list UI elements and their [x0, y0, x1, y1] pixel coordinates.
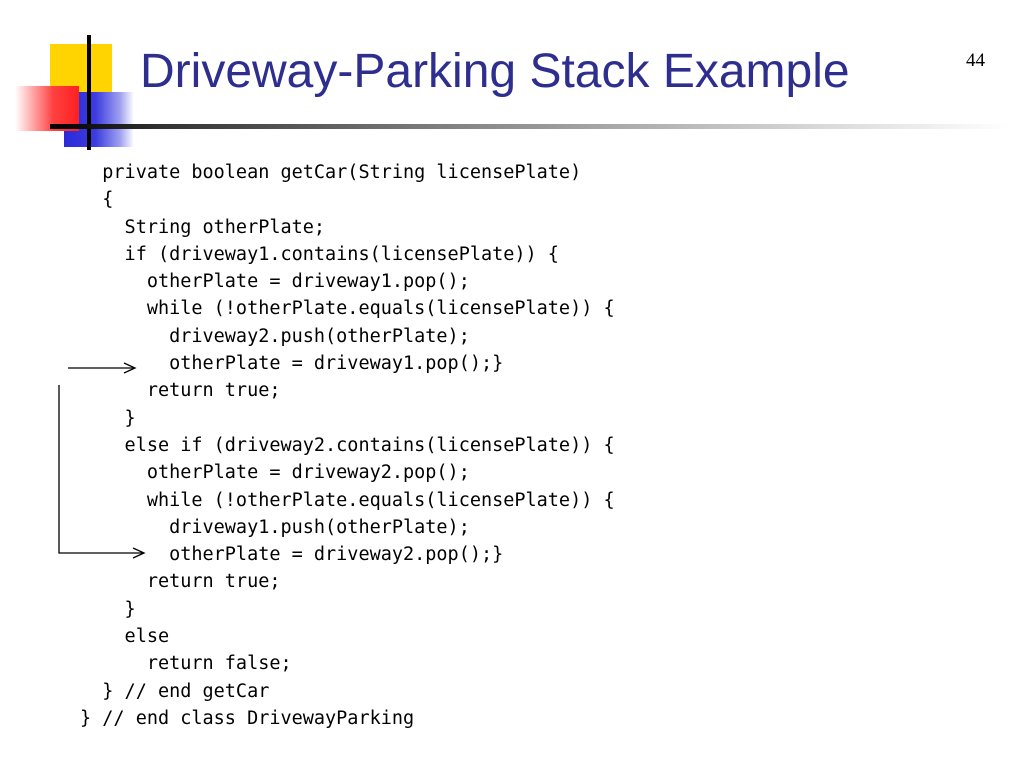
code-line: else if (driveway2.contains(licensePlate… — [80, 434, 615, 456]
code-line: return false; — [80, 653, 292, 675]
code-line: return true; — [80, 380, 281, 402]
code-line: otherPlate = driveway1.pop();} — [80, 353, 504, 375]
title-underline — [50, 124, 1010, 129]
logo-red-square — [15, 86, 79, 131]
code-line: } — [80, 407, 136, 429]
code-line: otherPlate = driveway2.pop(); — [80, 462, 470, 484]
slide-title: Driveway-Parking Stack Example — [140, 45, 850, 98]
code-line: } — [80, 598, 136, 620]
code-line: String otherPlate; — [80, 216, 326, 238]
code-line: otherPlate = driveway2.pop();} — [80, 544, 504, 566]
logo-vertical-line — [87, 35, 91, 150]
code-line: return true; — [80, 571, 281, 593]
code-line: else — [80, 626, 170, 648]
code-block: private boolean getCar(String licensePla… — [80, 159, 615, 732]
page-number: 44 — [966, 50, 985, 71]
code-line: driveway2.push(otherPlate); — [80, 325, 470, 347]
code-line: } // end class DrivewayParking — [80, 707, 415, 729]
code-line: if (driveway1.contains(licensePlate)) { — [80, 243, 559, 265]
code-line: } // end getCar — [80, 680, 270, 702]
code-line: { — [80, 189, 114, 211]
code-line: private boolean getCar(String licensePla… — [80, 162, 582, 183]
code-line: while (!otherPlate.equals(licensePlate))… — [80, 298, 615, 320]
code-line: while (!otherPlate.equals(licensePlate))… — [80, 489, 615, 511]
code-line: driveway1.push(otherPlate); — [80, 516, 470, 538]
code-line: otherPlate = driveway1.pop(); — [80, 271, 470, 293]
